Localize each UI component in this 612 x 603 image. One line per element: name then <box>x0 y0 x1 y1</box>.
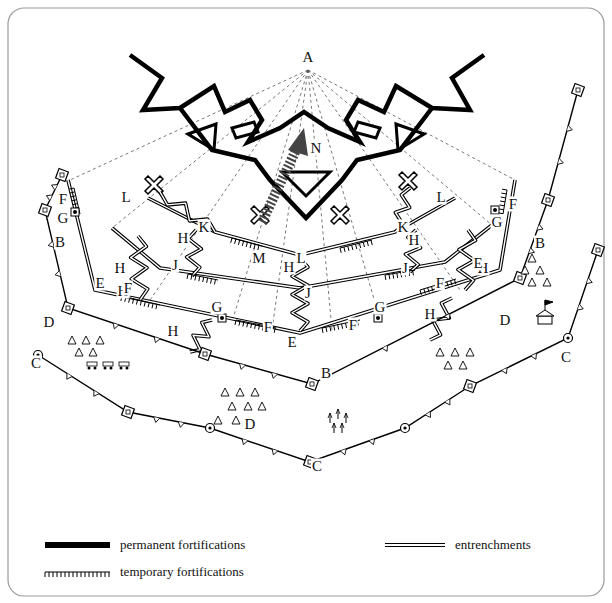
tent <box>543 278 551 286</box>
assault-sap <box>262 128 308 222</box>
wagon <box>103 362 113 366</box>
temporary-fortification <box>45 572 110 577</box>
map-letter: G <box>57 211 70 226</box>
map-letter: E <box>286 335 297 350</box>
map-letter: E <box>472 256 483 271</box>
tent <box>232 416 240 424</box>
tent <box>536 266 544 274</box>
tent <box>228 402 236 410</box>
temporary-fortification <box>385 270 415 280</box>
tent <box>68 336 76 344</box>
contravallation <box>39 84 585 391</box>
map-letter: F <box>263 320 273 335</box>
tent <box>451 348 459 356</box>
map-letter: B <box>54 235 66 250</box>
wagon <box>87 362 97 366</box>
battery <box>71 208 79 216</box>
wagon <box>119 362 129 366</box>
map-letter: H <box>167 324 180 339</box>
tent <box>96 336 104 344</box>
map-letter: J <box>304 286 312 301</box>
map-letter: G <box>374 300 387 315</box>
map-letter: M <box>251 251 266 266</box>
tent <box>521 266 529 274</box>
map-letter: F <box>435 276 445 291</box>
legend-text: entrenchments <box>455 538 531 552</box>
map-letter: E <box>94 276 105 291</box>
tent <box>251 388 259 396</box>
tent <box>444 361 452 369</box>
map-letter: L <box>120 190 131 205</box>
map-letter: J <box>401 261 409 276</box>
temporary-fortification <box>340 240 372 253</box>
map-letter: J <box>171 258 179 273</box>
tent <box>459 361 467 369</box>
tent <box>436 348 444 356</box>
tent <box>466 348 474 356</box>
map-letter: C <box>311 459 323 474</box>
battery <box>491 206 499 214</box>
map-letter: D <box>43 315 56 330</box>
map-letter: F <box>348 318 358 333</box>
map-letter: B <box>534 236 546 251</box>
temporary-fortification <box>187 274 218 284</box>
map-letter: F <box>58 192 68 207</box>
tent <box>221 388 229 396</box>
map-letter: D <box>499 313 512 328</box>
map-letter: H <box>114 261 127 276</box>
tent <box>244 402 252 410</box>
map-letter: G <box>491 215 504 230</box>
frame <box>8 8 604 596</box>
map-letter: N <box>310 141 323 156</box>
battery <box>374 314 382 322</box>
map-letter: H <box>424 307 437 322</box>
tent <box>528 254 536 262</box>
tent <box>89 348 97 356</box>
map-letter: B <box>320 366 332 381</box>
zigzag-sap <box>190 320 212 352</box>
circumvallation <box>34 244 605 469</box>
map-letter: C <box>30 356 42 371</box>
map-letter: L <box>295 251 306 266</box>
map-letter: D <box>244 417 257 432</box>
permanent-fortress <box>130 55 484 218</box>
map-letter: F <box>123 281 133 296</box>
tent <box>528 278 536 286</box>
map-letter: A <box>302 50 315 65</box>
map-letter: C <box>560 350 572 365</box>
map-letter: H <box>283 260 296 275</box>
tent <box>82 336 90 344</box>
tent <box>75 348 83 356</box>
headquarters <box>536 300 554 324</box>
legend-text: permanent fortifications <box>120 538 245 552</box>
tent <box>236 388 244 396</box>
first-parallel <box>68 180 515 333</box>
legend-text: temporary fortifications <box>120 565 244 579</box>
map-letter: H <box>177 231 190 246</box>
temporary-fortification <box>231 238 262 250</box>
map-letter: H <box>408 233 421 248</box>
map-letter: K <box>198 220 211 235</box>
tent <box>258 402 266 410</box>
map-letter: G <box>211 300 224 315</box>
zigzag-sap <box>131 236 148 300</box>
map-letter: F <box>508 197 518 212</box>
map-letter: L <box>435 190 446 205</box>
tent <box>214 416 222 424</box>
battery <box>218 314 226 322</box>
